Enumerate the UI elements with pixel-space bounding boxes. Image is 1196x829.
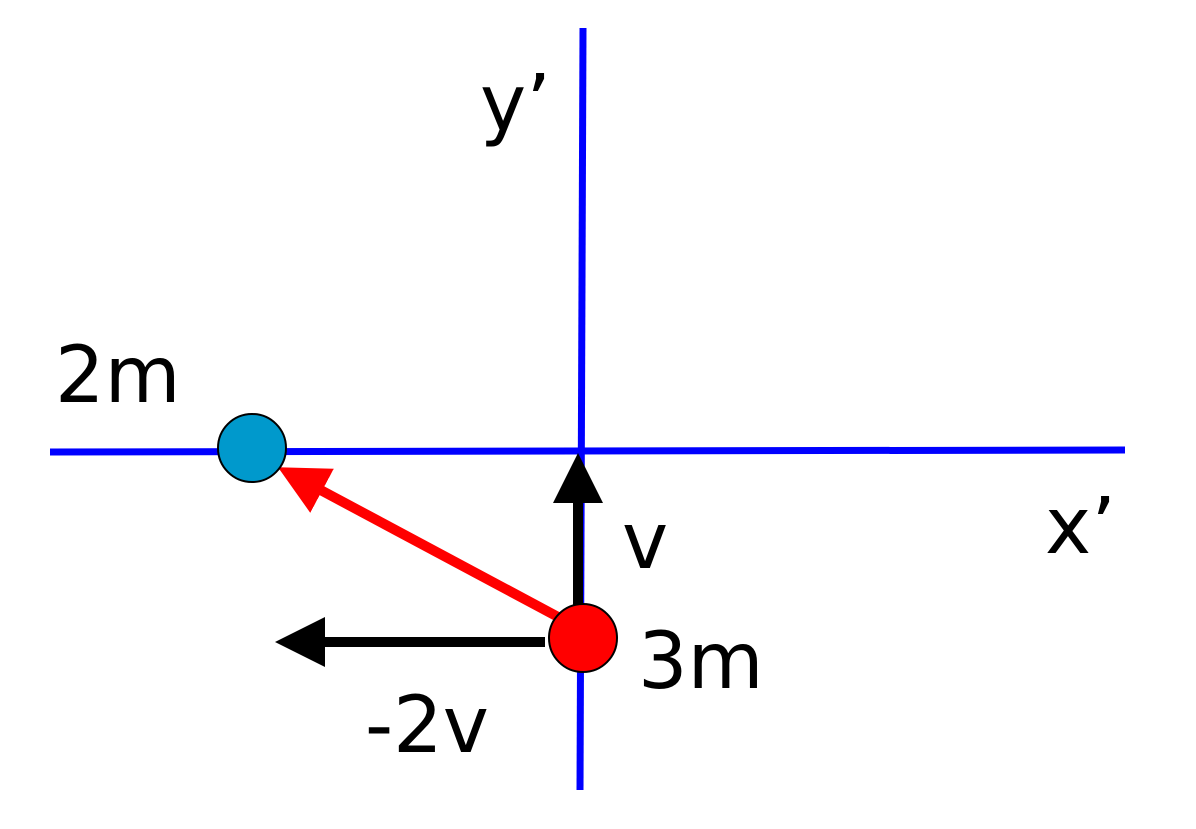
y-axis-label: y’ [480,59,551,149]
x-axis [49,446,1126,456]
mass-3m-circle [548,603,618,673]
velocity-minus-2v-label: -2v [365,681,489,771]
relative-velocity-arrow [277,467,563,623]
y-axis [576,27,587,791]
velocity-v-label: v [622,497,668,587]
x-axis-label: x’ [1045,482,1116,572]
mass-2m-label: 2m [55,331,181,421]
mass-2m-circle [217,413,287,483]
mass-3m-label: 3m [638,617,764,707]
